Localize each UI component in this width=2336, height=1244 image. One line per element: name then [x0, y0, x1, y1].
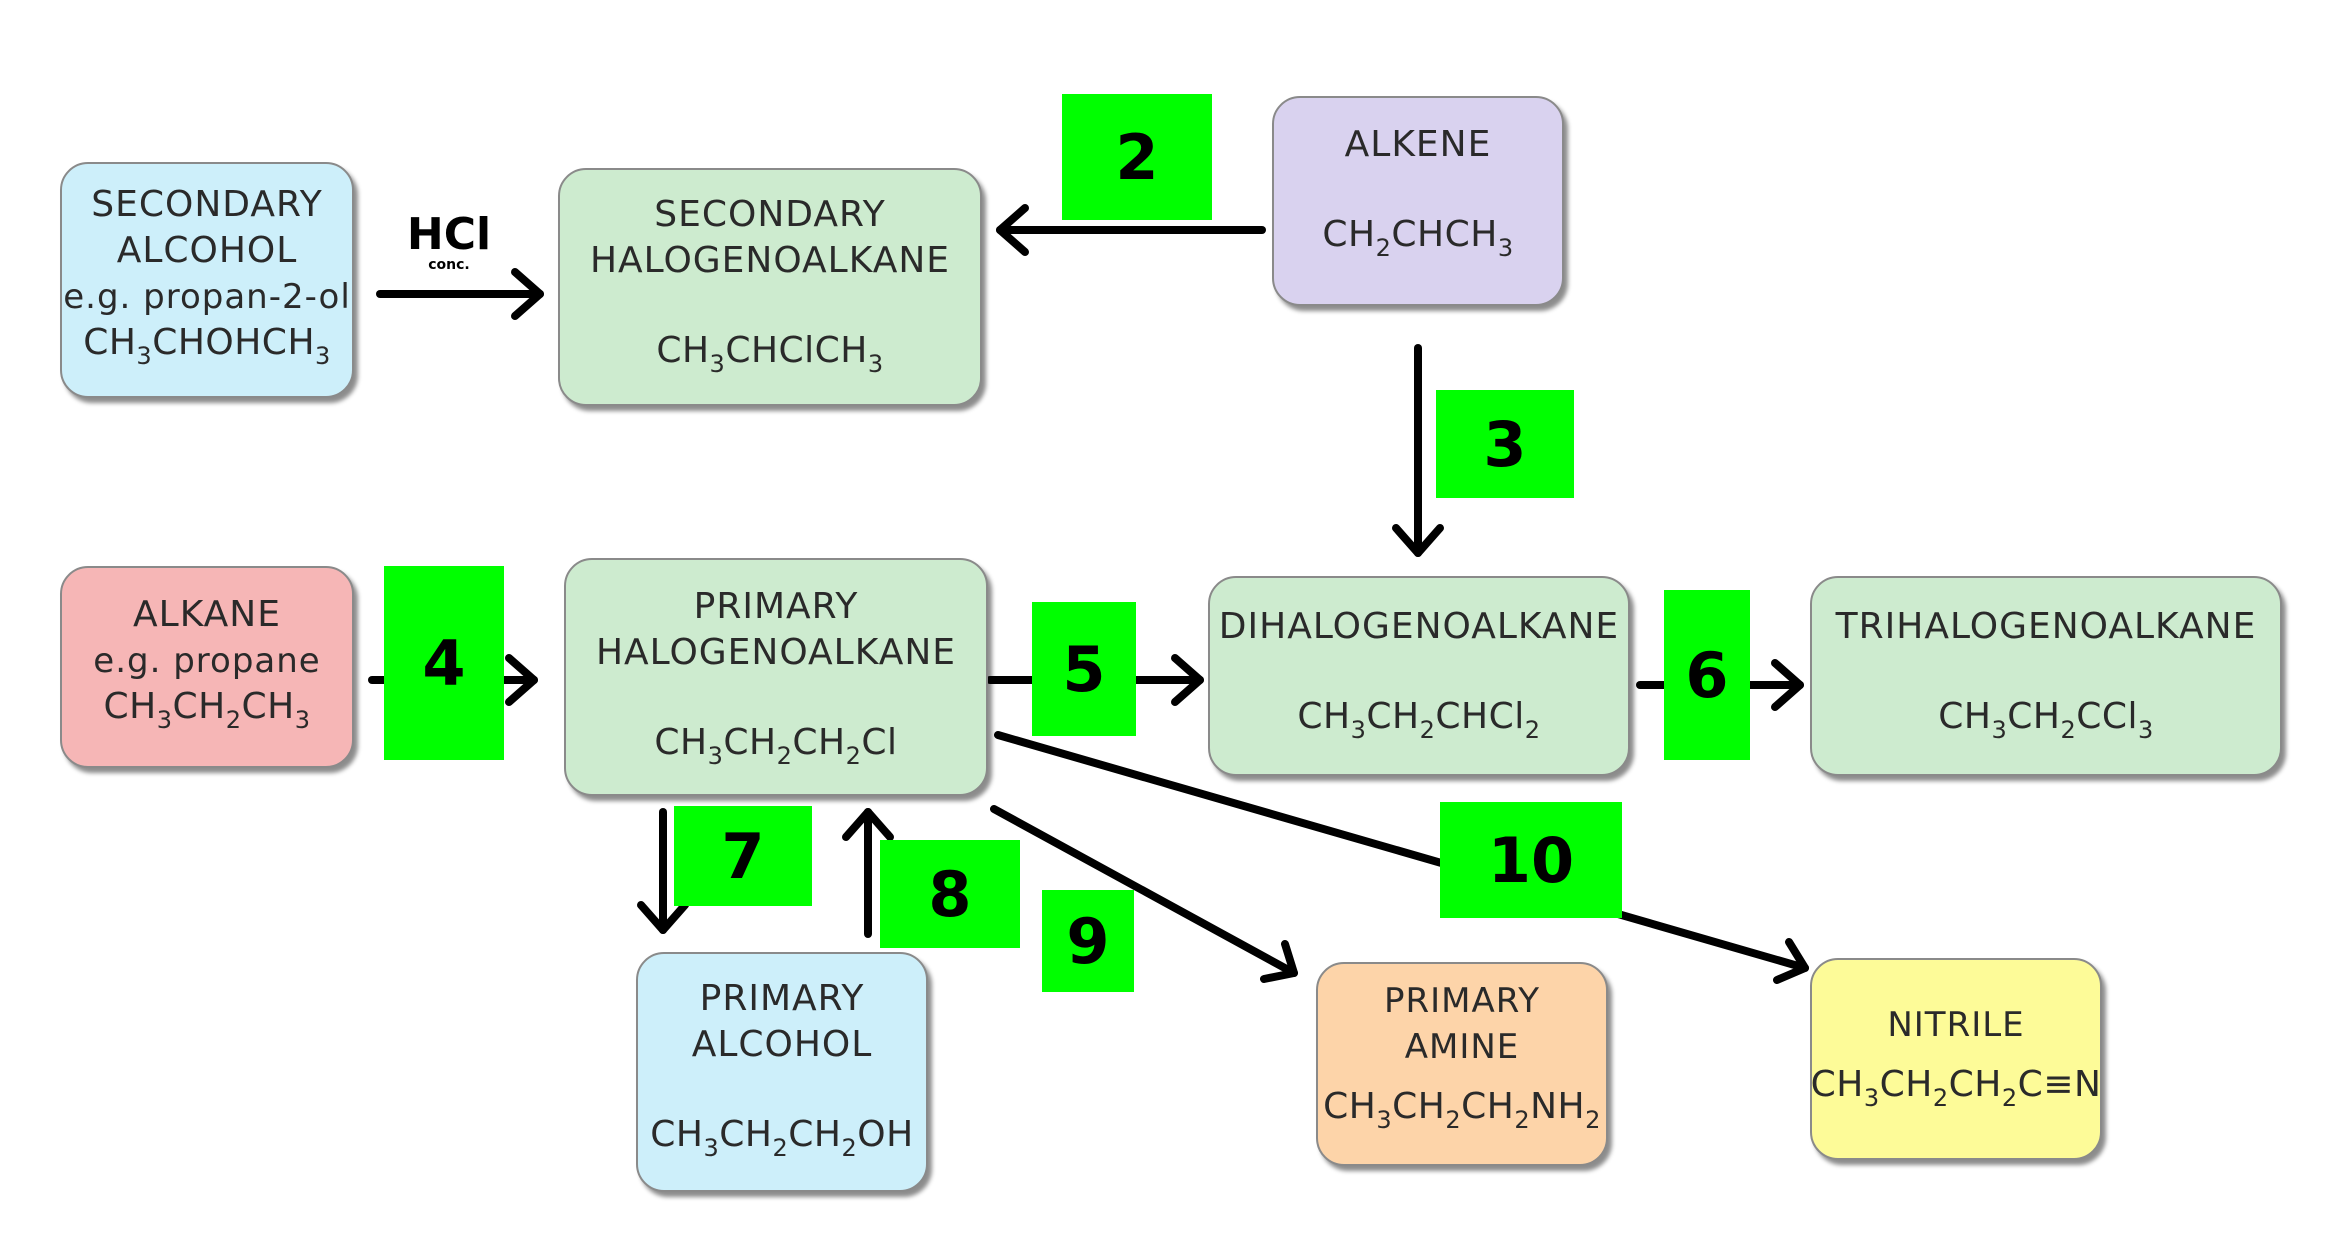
box-label-line: AMINE — [1404, 1027, 1520, 1067]
box-label-line: SECONDARY — [91, 184, 323, 225]
box-label-line: ALKANE — [133, 594, 281, 635]
box-label-line: PRIMARY — [693, 586, 859, 627]
box-label-line: NITRILE — [1887, 1005, 2025, 1045]
box-label-line: HALOGENOALKANE — [589, 240, 951, 281]
chemical-formula: CH3CHClCH3 — [656, 330, 884, 378]
box-label-line: SECONDARY — [654, 194, 886, 235]
reagent-condition: conc. — [428, 257, 470, 273]
chemical-formula: CH3CH2CHCl2 — [1297, 696, 1541, 744]
chemical-formula: CH3CH2CH2Cl — [654, 722, 898, 770]
box-secondary-alcohol: SECONDARY ALCOHOL e.g. propan-2-ol CH3CH… — [60, 162, 354, 398]
step-label-6: 6 — [1664, 590, 1750, 760]
box-example: e.g. propan-2-ol — [63, 277, 351, 317]
box-primary-halogenoalkane: PRIMARY HALOGENOALKANE CH3CH2CH2Cl — [564, 558, 988, 796]
chemical-formula: CH3CHOHCH3 — [83, 322, 331, 370]
box-label-line: PRIMARY — [1384, 981, 1540, 1021]
box-nitrile: NITRILE CH3CH2CH2C≡N — [1810, 958, 2102, 1160]
box-dihalogenoalkane: DIHALOGENOALKANE CH3CH2CHCl2 — [1208, 576, 1630, 776]
step-label-8: 8 — [880, 840, 1020, 948]
step-label-4: 4 — [384, 566, 504, 760]
reagent-hcl-label: HCl conc. — [404, 209, 494, 273]
box-label-line: DIHALOGENOALKANE — [1218, 606, 1620, 647]
arrow-hcl — [376, 268, 544, 320]
box-label-line: TRIHALOGENOALKANE — [1835, 606, 2257, 647]
arrow-8 — [842, 808, 894, 938]
chemical-formula: CH3CH2CH2NH2 — [1323, 1086, 1601, 1134]
step-label-7: 7 — [674, 806, 812, 906]
chemical-formula: CH3CH2CH2C≡N — [1810, 1064, 2102, 1112]
step-label-9: 9 — [1042, 890, 1134, 992]
box-label-line: ALKENE — [1344, 124, 1492, 165]
box-example: e.g. propane — [93, 641, 321, 681]
step-label-3: 3 — [1436, 390, 1574, 498]
box-label-line: PRIMARY — [699, 978, 865, 1019]
box-secondary-halogenoalkane: SECONDARY HALOGENOALKANE CH3CHClCH3 — [558, 168, 982, 406]
chemical-formula: CH3CH2CH2OH — [650, 1114, 914, 1162]
box-primary-amine: PRIMARY AMINE CH3CH2CH2NH2 — [1316, 962, 1608, 1166]
box-alkane: ALKANE e.g. propane CH3CH2CH3 — [60, 566, 354, 768]
reagent-name: HCl — [406, 209, 492, 260]
arrow-7 — [637, 808, 689, 934]
box-label-line: HALOGENOALKANE — [595, 632, 957, 673]
chemical-formula: CH3CH2CH3 — [103, 686, 311, 734]
step-label-10: 10 — [1440, 802, 1622, 918]
box-label-line: ALCOHOL — [691, 1024, 873, 1065]
step-label-5: 5 — [1032, 602, 1136, 736]
box-label-line: ALCOHOL — [116, 230, 298, 271]
box-trihalogenoalkane: TRIHALOGENOALKANE CH3CH2CCl3 — [1810, 576, 2282, 776]
chemical-formula: CH3CH2CCl3 — [1938, 696, 2154, 744]
arrow-9 — [990, 805, 1298, 983]
step-label-2: 2 — [1062, 94, 1212, 220]
arrow-10 — [994, 731, 1809, 984]
chemical-formula: CH2CHCH3 — [1322, 214, 1514, 262]
arrow-3 — [1392, 344, 1444, 557]
box-primary-alcohol: PRIMARY ALCOHOL CH3CH2CH2OH — [636, 952, 928, 1192]
box-alkene: ALKENE CH2CHCH3 — [1272, 96, 1564, 306]
arrow-2 — [996, 204, 1266, 256]
